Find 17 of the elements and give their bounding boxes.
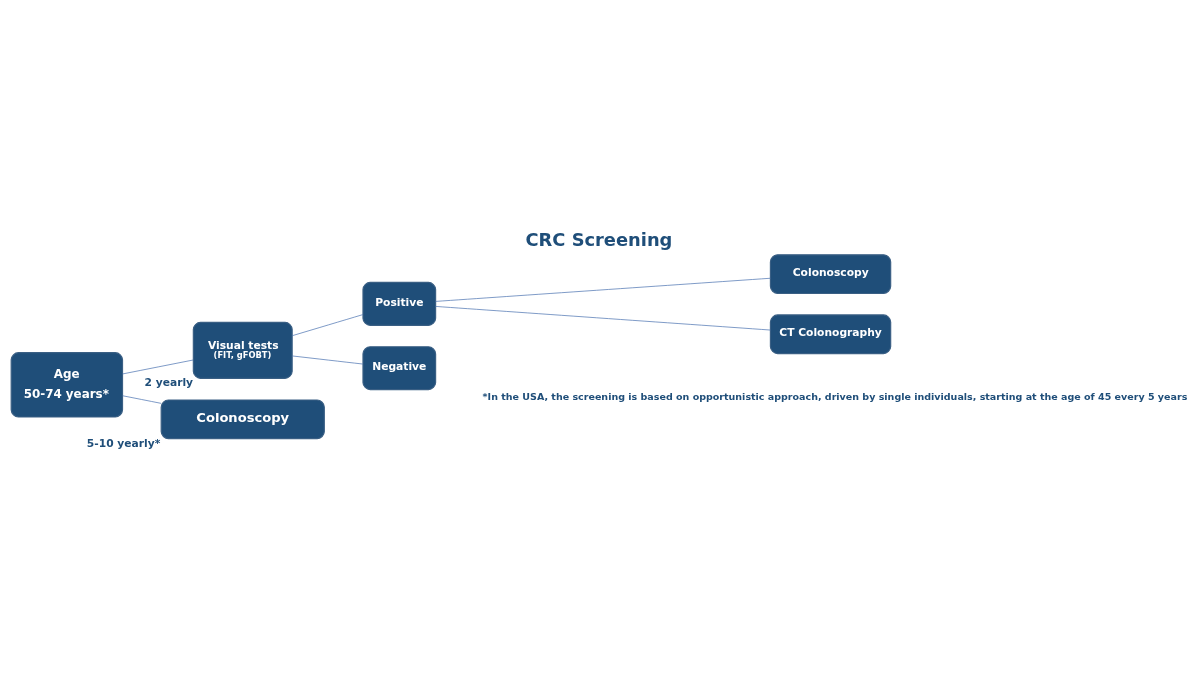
node-box: Age 50-74 years* [10, 352, 124, 418]
node-label: 5-10 yearly* [86, 436, 161, 450]
node-box: Visual tests (FIT, gFOBT) [192, 321, 293, 379]
connector [291, 314, 364, 337]
diagram-title: CRC Screening [525, 229, 673, 251]
node-label: 2 yearly [144, 376, 194, 390]
node-box: Colonoscopy [769, 254, 892, 295]
node-box: Positive [362, 281, 437, 326]
connector [435, 306, 771, 331]
connector [122, 359, 194, 375]
caption: *In the USA, the screening is based on opportunistic approach, driven by single individuals, starting at the age of 45 every 5 years [482, 390, 1188, 402]
node-box: Colonoscopy [160, 399, 325, 440]
node-box: Negative [362, 346, 437, 391]
connector [435, 277, 771, 302]
connector [291, 355, 364, 365]
node-box: CT Colonography [769, 314, 892, 355]
connector [122, 395, 162, 404]
